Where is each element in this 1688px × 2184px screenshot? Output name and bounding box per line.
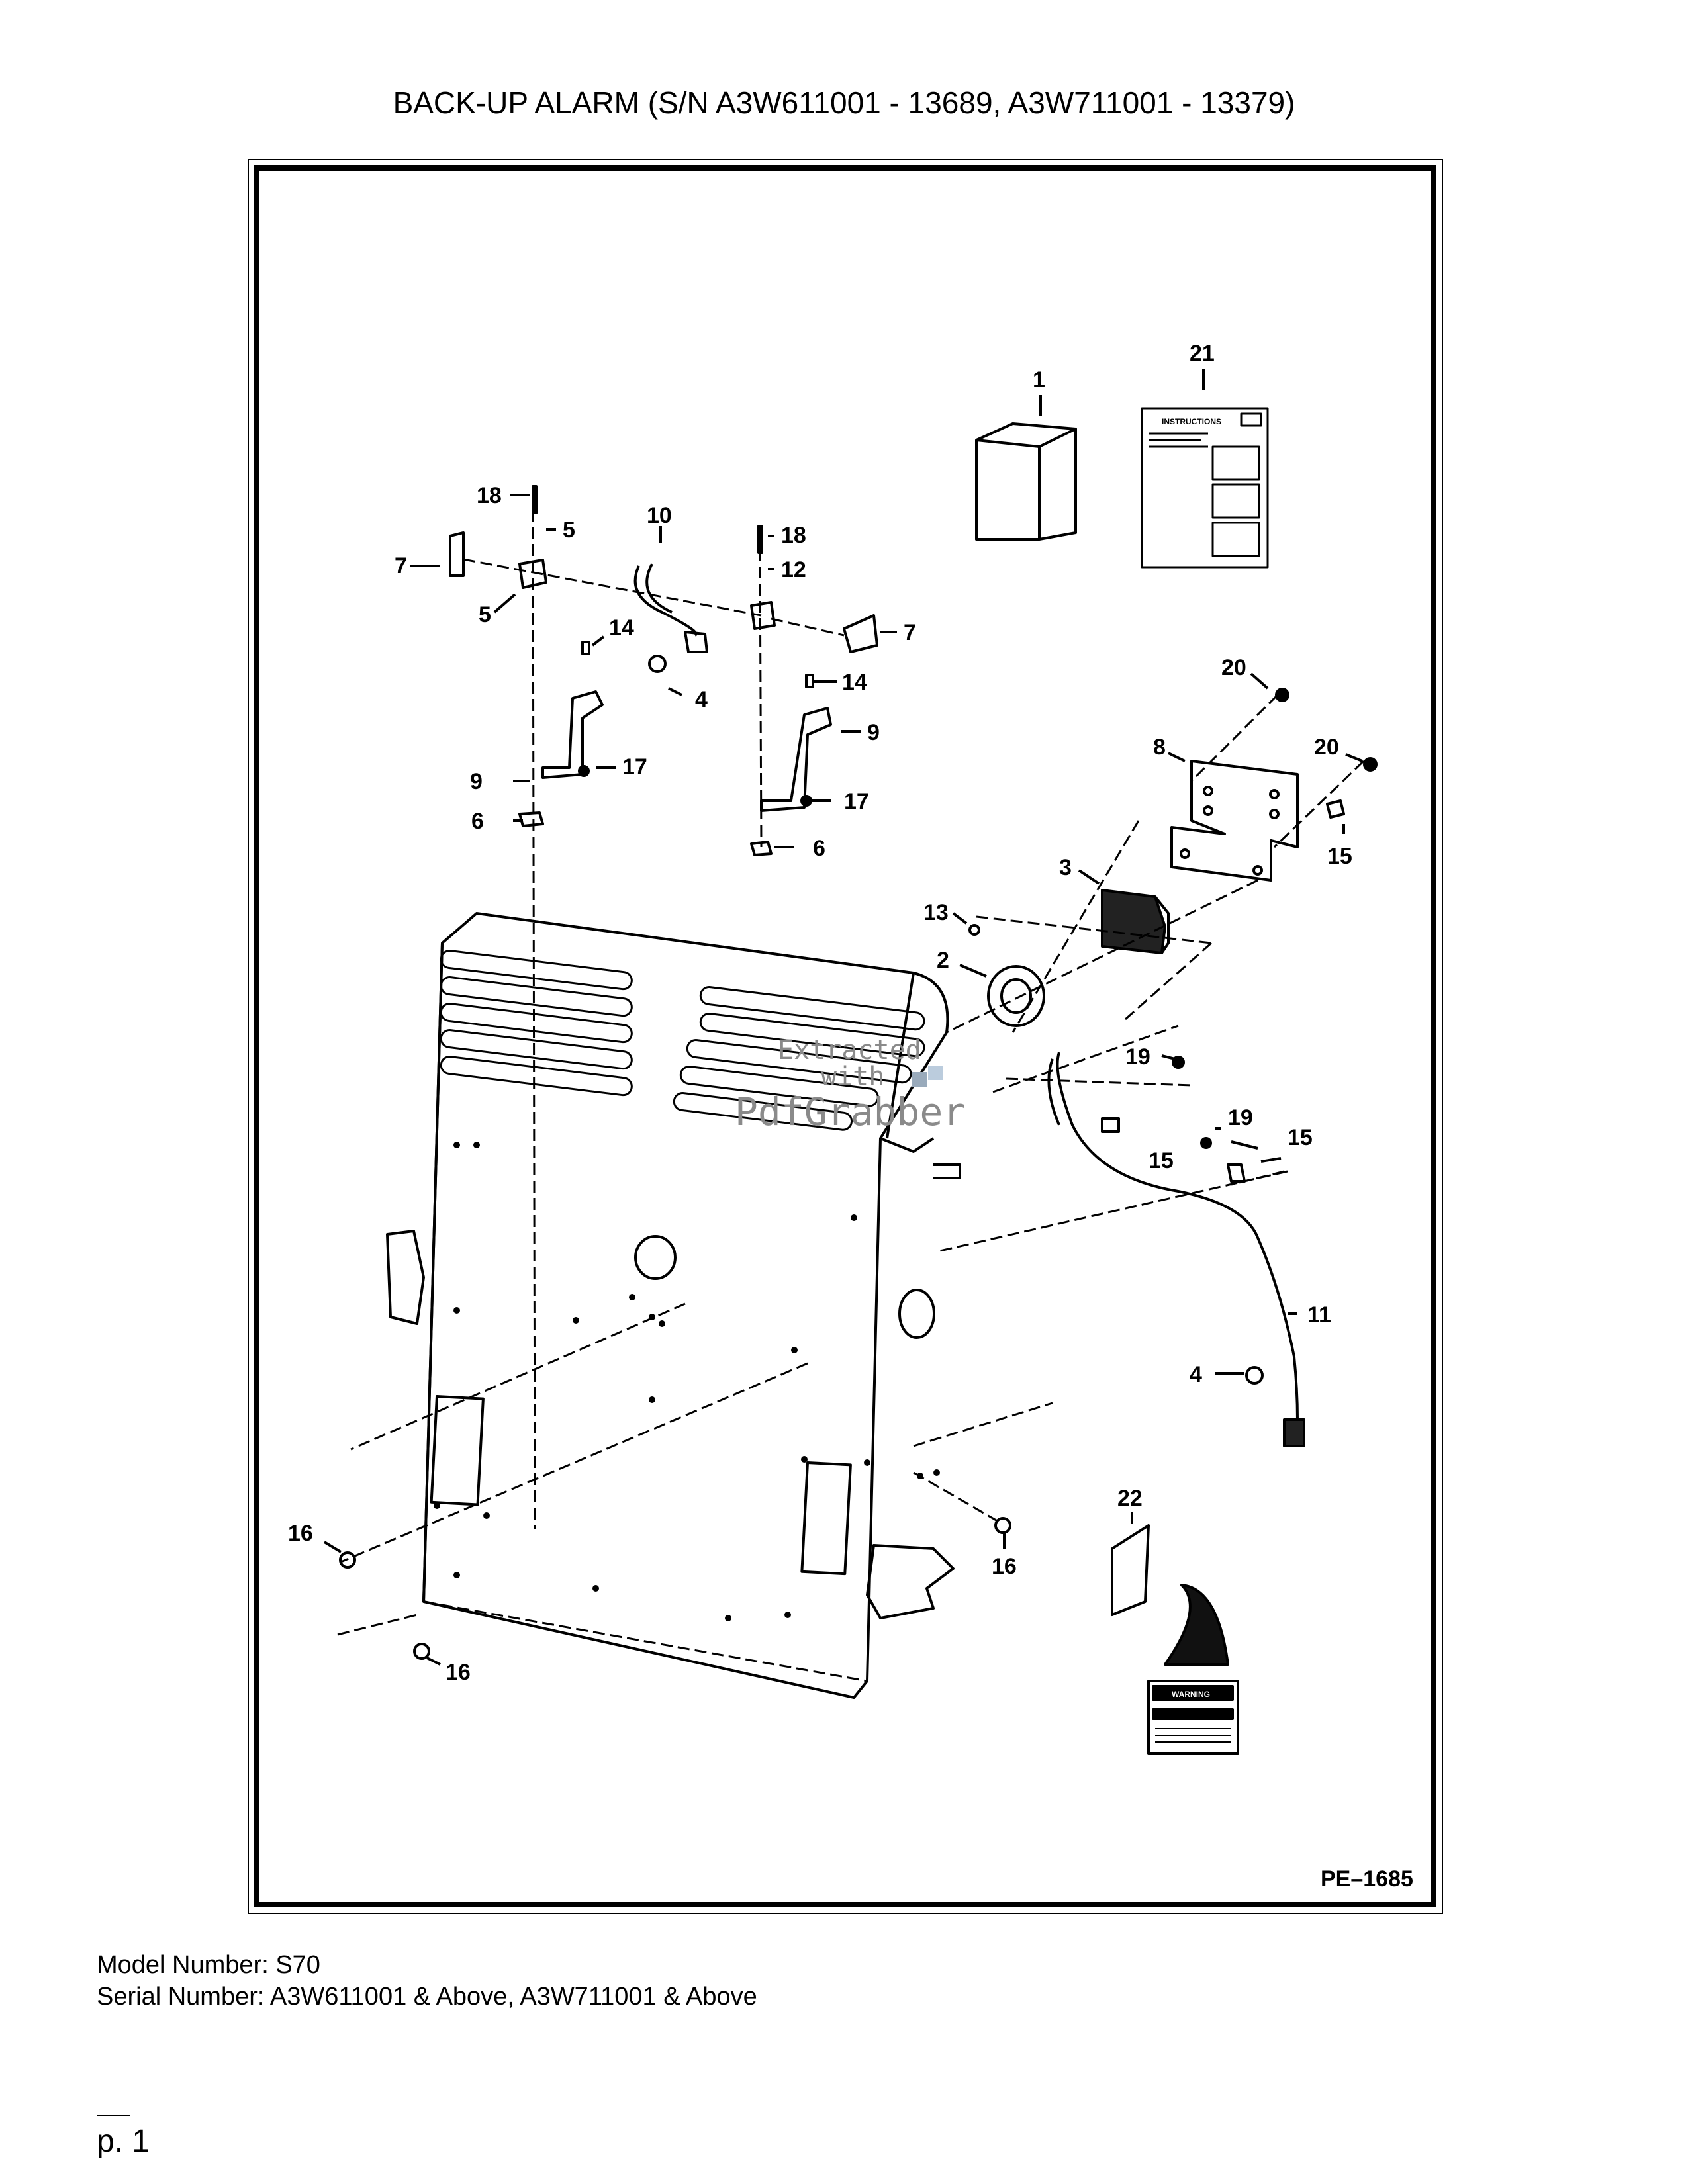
callout-16c: 16 — [445, 1660, 471, 1685]
callout-6a: 6 — [471, 809, 484, 834]
callout-19b: 19 — [1228, 1105, 1253, 1130]
alarm-kit-box — [975, 422, 1077, 541]
callout-20b: 20 — [1314, 735, 1339, 760]
page-number-rule — [97, 2115, 130, 2116]
page-title: BACK-UP ALARM (S/N A3W611001 - 13689, A3… — [393, 85, 1295, 120]
diagram-frame-outer — [248, 159, 1443, 1914]
callout-22: 22 — [1117, 1486, 1143, 1511]
diagram-frame-inner — [254, 165, 1436, 1907]
callout-13: 13 — [923, 900, 949, 925]
callout-15a: 15 — [1327, 844, 1352, 869]
callout-8: 8 — [1153, 735, 1166, 760]
wire-harness — [1047, 799, 1345, 1447]
callout-17a: 17 — [622, 754, 647, 780]
callout-5a: 5 — [563, 518, 575, 543]
watermark-brand: PdfGrabber — [735, 1089, 966, 1134]
callout-1: 1 — [1033, 367, 1045, 392]
callout-14b: 14 — [842, 670, 867, 695]
rear-door-panel — [386, 912, 961, 1699]
alarm-mounting-bracket — [1170, 760, 1299, 882]
callout-14a: 14 — [609, 615, 634, 641]
callout-15b: 15 — [1149, 1148, 1174, 1173]
instructions-heading: INSTRUCTIONS — [1162, 417, 1221, 426]
callout-2: 2 — [937, 948, 949, 973]
callout-6b: 6 — [813, 836, 825, 861]
instructions-sheet — [1141, 407, 1269, 569]
serial-number: Serial Number: A3W611001 & Above, A3W711… — [97, 1983, 757, 2011]
callout-11: 11 — [1307, 1302, 1331, 1328]
watermark-line1: Extracted — [778, 1035, 921, 1066]
callout-4b: 4 — [1190, 1362, 1202, 1387]
callout-17b: 17 — [844, 789, 869, 814]
callout-15c: 15 — [1288, 1125, 1313, 1150]
callout-5b: 5 — [479, 602, 491, 627]
callout-4a: 4 — [695, 687, 708, 712]
figure-id: PE–1685 — [1321, 1866, 1413, 1891]
assembly-lines — [337, 509, 1365, 1682]
callout-leaders — [323, 369, 1363, 1666]
warning-decal-text: WARNING — [1172, 1690, 1210, 1699]
callout-7a: 7 — [395, 553, 407, 578]
callout-16a: 16 — [288, 1521, 313, 1546]
callout-labels: 1 2 3 4 4 5 5 6 6 7 7 8 9 9 10 11 12 13 … — [288, 341, 1352, 1685]
backup-alarm — [1101, 889, 1170, 954]
callout-18a: 18 — [477, 483, 502, 508]
callout-3: 3 — [1059, 855, 1072, 880]
callout-7b: 7 — [904, 620, 916, 645]
model-number: Model Number: S70 — [97, 1951, 320, 1979]
fasteners — [339, 485, 1378, 1660]
callout-18b: 18 — [781, 523, 806, 548]
callout-12: 12 — [781, 557, 806, 582]
callout-10: 10 — [647, 503, 672, 528]
watermark-logo-icon — [912, 1066, 943, 1087]
callout-9b: 9 — [867, 720, 880, 745]
grommet — [987, 965, 1045, 1027]
page-number: p. 1 — [97, 2124, 150, 2159]
watermark: Extracted with PdfGrabber — [735, 1035, 966, 1134]
watermark-line2: with — [821, 1062, 884, 1092]
callout-19a: 19 — [1125, 1044, 1150, 1069]
callout-16b: 16 — [992, 1554, 1017, 1579]
callout-21: 21 — [1190, 341, 1215, 366]
callout-20a: 20 — [1221, 655, 1246, 680]
warning-decal — [1111, 1524, 1239, 1755]
callout-9a: 9 — [470, 769, 483, 794]
